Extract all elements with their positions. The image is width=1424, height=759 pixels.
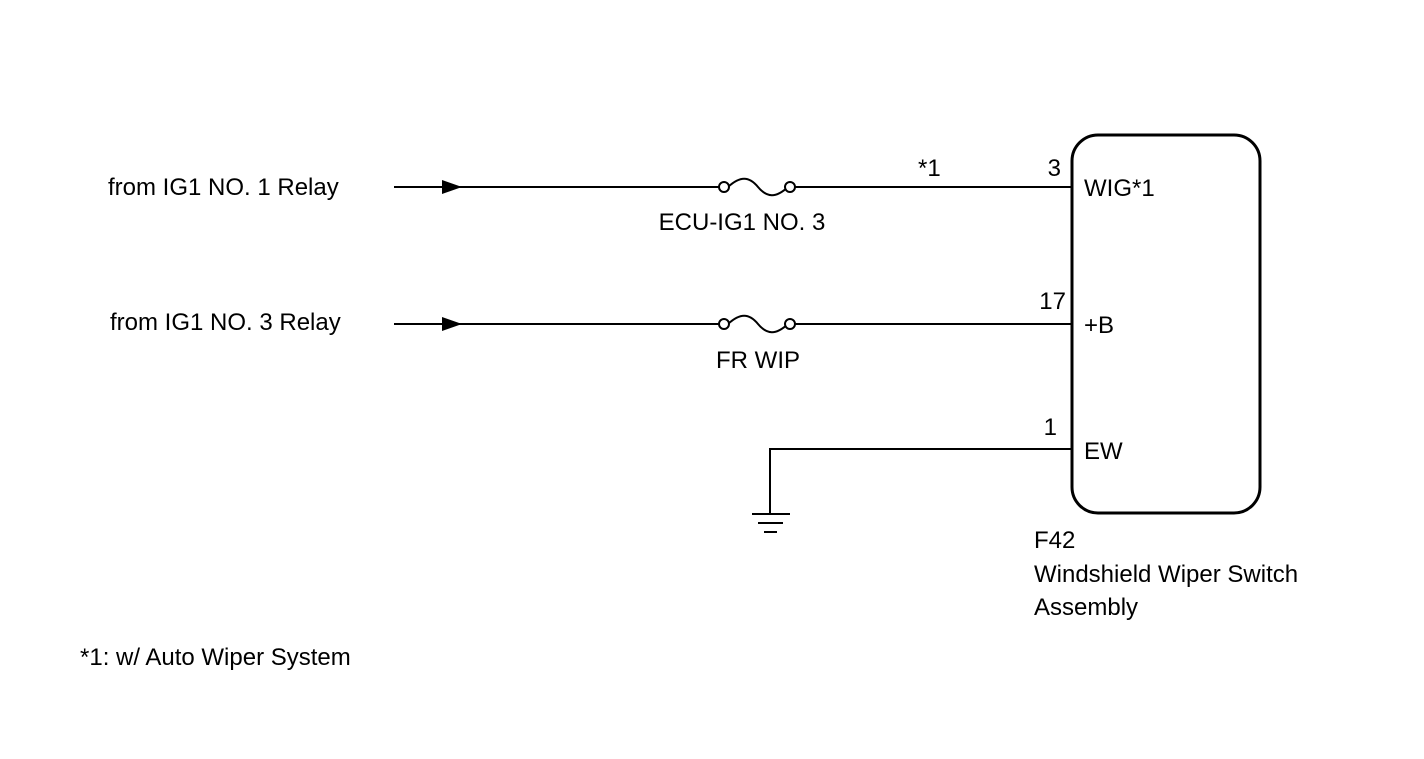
wire-note-star1: *1 bbox=[918, 155, 941, 182]
source-label-ig1-no1-relay: from IG1 NO. 1 Relay bbox=[108, 174, 339, 201]
arrow-icon bbox=[442, 317, 462, 331]
fuse-ecu-ig1-no3-icon bbox=[718, 177, 796, 197]
fuse-fr-wip-icon bbox=[718, 314, 796, 334]
pin-number-1: 1 bbox=[1044, 414, 1057, 441]
circuit-plus-b: from IG1 NO. 3 Relay FR WIP 17 bbox=[110, 288, 1072, 374]
pin-label-wig: WIG*1 bbox=[1084, 175, 1155, 202]
circuit-ew: 1 bbox=[752, 414, 1072, 533]
component-code: F42 bbox=[1034, 527, 1075, 554]
source-label-ig1-no3-relay: from IG1 NO. 3 Relay bbox=[110, 309, 341, 336]
component-name-line-1: Windshield Wiper Switch bbox=[1034, 561, 1298, 588]
pin-label-ew: EW bbox=[1084, 438, 1123, 465]
arrow-icon bbox=[442, 180, 462, 194]
ground-icon bbox=[752, 513, 790, 533]
circuit-wig: from IG1 NO. 1 Relay ECU-IG1 NO. 3 *1 3 bbox=[108, 155, 1072, 236]
component-name-line-2: Assembly bbox=[1034, 594, 1138, 621]
fuse-label-fr-wip: FR WIP bbox=[716, 347, 800, 374]
fuse-label-ecu-ig1-no3: ECU-IG1 NO. 3 bbox=[659, 209, 826, 236]
component-f42: WIG*1 +B EW F42 Windshield Wiper Switch … bbox=[1034, 133, 1298, 621]
component-box bbox=[1070, 133, 1262, 515]
wire-ew-ground bbox=[769, 448, 1072, 514]
pin-number-17: 17 bbox=[1039, 288, 1066, 315]
pin-label-plus-b: +B bbox=[1084, 312, 1114, 339]
footnote: *1: w/ Auto Wiper System bbox=[80, 644, 351, 671]
pin-number-3: 3 bbox=[1048, 155, 1061, 182]
